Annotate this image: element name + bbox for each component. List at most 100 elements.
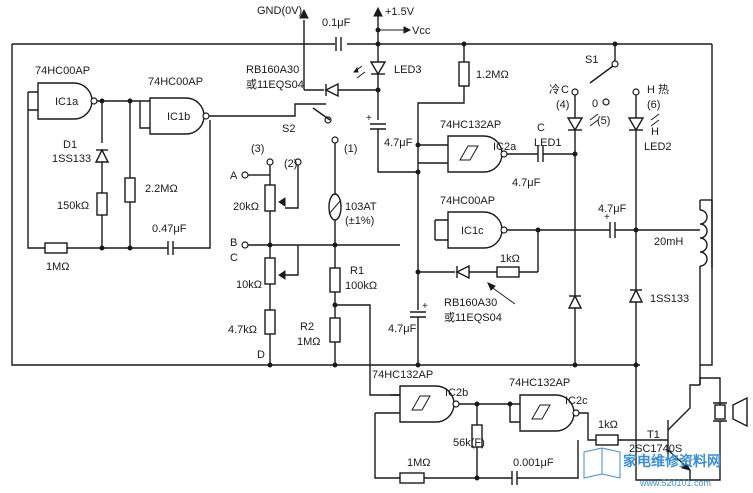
r-1m-left-label: 1MΩ bbox=[46, 261, 70, 273]
s1-off-contact bbox=[602, 98, 610, 106]
resistor-4-7k: 4.7kΩ D bbox=[228, 309, 276, 368]
node-c: C bbox=[230, 252, 238, 264]
capacitor-4-7-lower: + 4.7μF bbox=[388, 301, 428, 368]
ic1a-part: 74HC00AP bbox=[35, 65, 90, 77]
capacitor-4-7-ic2a: 4.7μF bbox=[512, 146, 575, 189]
led3: LED3 bbox=[353, 41, 422, 120]
s2-pos1-contact bbox=[331, 136, 339, 144]
r-1m-bottom-label: 1MΩ bbox=[407, 457, 431, 469]
r-150k-label: 150kΩ bbox=[57, 200, 89, 212]
capacitor-top: 0.1μF bbox=[322, 17, 351, 51]
resistor-1k-bottom: 1kΩ bbox=[595, 419, 668, 446]
ic2a-label: IC2a bbox=[493, 141, 517, 153]
t1-part: 2SC1740S bbox=[629, 443, 682, 455]
pos6-label: (6) bbox=[647, 99, 660, 111]
led1-c: C bbox=[537, 122, 545, 134]
c-47-mid-label: 4.7μF bbox=[384, 137, 413, 149]
resistor-r1: R1 100kΩ bbox=[329, 245, 377, 305]
t1-label: T1 bbox=[647, 429, 660, 441]
cold-c-label: C bbox=[561, 84, 569, 96]
capacitor-4-7-mid: + 4.7μF bbox=[366, 113, 418, 173]
d-top-ref: RB160A30 bbox=[246, 64, 299, 76]
ic2b-gate: IC2b 74HC132AP bbox=[372, 369, 520, 479]
vplus-label: +1.5V bbox=[385, 6, 415, 18]
ic2a-gate: IC2a 74HC132AP bbox=[415, 119, 538, 173]
r-2-2m-label: 2.2MΩ bbox=[145, 183, 178, 195]
led1-label: LED1 bbox=[534, 137, 562, 149]
s2-pos3-label: (3) bbox=[251, 143, 264, 155]
node-a: A bbox=[230, 170, 260, 182]
ic1c-gate: IC1c 74HC00AP bbox=[434, 195, 610, 272]
node-a-label: A bbox=[230, 170, 238, 182]
r-12m-label: 1.2MΩ bbox=[476, 69, 509, 81]
s2-pivot bbox=[324, 116, 332, 124]
d-mid-alt: 或11EQS04 bbox=[444, 311, 502, 324]
vcc-label: Vcc bbox=[412, 25, 431, 37]
ic1a-gate: IC1a 74HC00AP bbox=[27, 65, 98, 249]
svg-text:+: + bbox=[604, 212, 610, 223]
c-top-label: 0.1μF bbox=[322, 17, 351, 29]
ic1b-gate: IC1b 74HC00AP bbox=[139, 76, 326, 135]
gnd-label: GND(0V) bbox=[257, 5, 302, 17]
r-10k-label: 10kΩ bbox=[236, 279, 262, 291]
inductor-20mh: 20mH bbox=[654, 199, 713, 365]
s1-label: S1 bbox=[585, 54, 598, 66]
s2-label: S2 bbox=[282, 123, 295, 135]
r1-label: R1 bbox=[350, 265, 364, 277]
gnd-supply: GND(0V) bbox=[257, 5, 309, 90]
ic1a-label: IC1a bbox=[55, 96, 79, 108]
thermistor-103at: 103AT (±1%) bbox=[328, 193, 377, 248]
led1: C LED1 bbox=[534, 95, 599, 296]
inductor-label: 20mH bbox=[654, 236, 683, 248]
c-47-right-label: 4.7μF bbox=[598, 203, 627, 215]
ic1b-part: 74HC00AP bbox=[148, 76, 203, 88]
r-1k-ic1c-label: 1kΩ bbox=[500, 253, 520, 265]
pot-20k: 20kΩ bbox=[233, 174, 286, 245]
s2-pos3-contact bbox=[266, 158, 274, 166]
ic1c-label: IC1c bbox=[461, 225, 484, 237]
svg-text:+: + bbox=[422, 301, 428, 312]
c-47-lower-label: 4.7μF bbox=[388, 323, 417, 335]
hot-label: 热 bbox=[658, 83, 669, 96]
resistor-56k: 56k(F) bbox=[453, 401, 485, 478]
s1-pivot bbox=[611, 60, 619, 68]
ic1c-part: 74HC00AP bbox=[440, 195, 495, 207]
diode-mid: RB160A30 或11EQS04 bbox=[415, 264, 516, 324]
c-47-ic2a-label: 4.7μF bbox=[512, 177, 541, 189]
led3-label: LED3 bbox=[394, 64, 422, 76]
diode-d1: D1 1SS133 bbox=[52, 101, 110, 193]
ic2b-label: IC2b bbox=[445, 387, 468, 399]
pos4-label: (4) bbox=[556, 99, 569, 111]
resistor-1k-ic1c: 1kΩ bbox=[496, 253, 538, 278]
r-1k-bottom-label: 1kΩ bbox=[598, 419, 618, 431]
d-mid-ref: RB160A30 bbox=[444, 297, 497, 309]
c-0001-label: 0.001μF bbox=[513, 457, 554, 469]
ic2c-part: 74HC132AP bbox=[509, 377, 570, 389]
speaker-icon bbox=[690, 377, 748, 481]
led2: H LED2 bbox=[627, 95, 672, 290]
watermark-url: www.520101.com bbox=[639, 478, 711, 488]
watermark-brand: 家电维修资料网 bbox=[623, 453, 721, 469]
ic1b-label: IC1b bbox=[167, 111, 190, 123]
cold-label: 冷 bbox=[549, 83, 560, 96]
switch-s1: S1 冷 C (4) 0 (5) H 热 (6) bbox=[549, 41, 669, 127]
svg-text:+: + bbox=[366, 113, 372, 124]
thermistor-tol: (±1%) bbox=[345, 215, 374, 227]
diode-1ss133-right: 1SS133 bbox=[628, 288, 689, 395]
resistor-150k: 150kΩ bbox=[57, 192, 108, 248]
top-rail bbox=[12, 43, 713, 366]
resistor-2-2m: 2.2MΩ bbox=[124, 101, 178, 248]
thermistor-label: 103AT bbox=[345, 201, 377, 213]
hot-h-label: H bbox=[647, 84, 655, 96]
ic2c-label: IC2c bbox=[565, 395, 588, 407]
watermark: 家电维修资料网 www.520101.com bbox=[583, 447, 721, 488]
zero-label: 0 bbox=[592, 98, 598, 110]
capacitor-4-7-right: + 4.7μF bbox=[598, 203, 700, 238]
transistor-t1: T1 2SC1740S bbox=[629, 365, 701, 481]
vplus-supply: +1.5V Vcc bbox=[373, 6, 431, 44]
s1-cold-contact bbox=[571, 88, 579, 96]
resistor-r2: R2 1MΩ bbox=[297, 302, 400, 396]
c-047-label: 0.47μF bbox=[152, 223, 187, 235]
r2-label: R2 bbox=[300, 321, 314, 333]
